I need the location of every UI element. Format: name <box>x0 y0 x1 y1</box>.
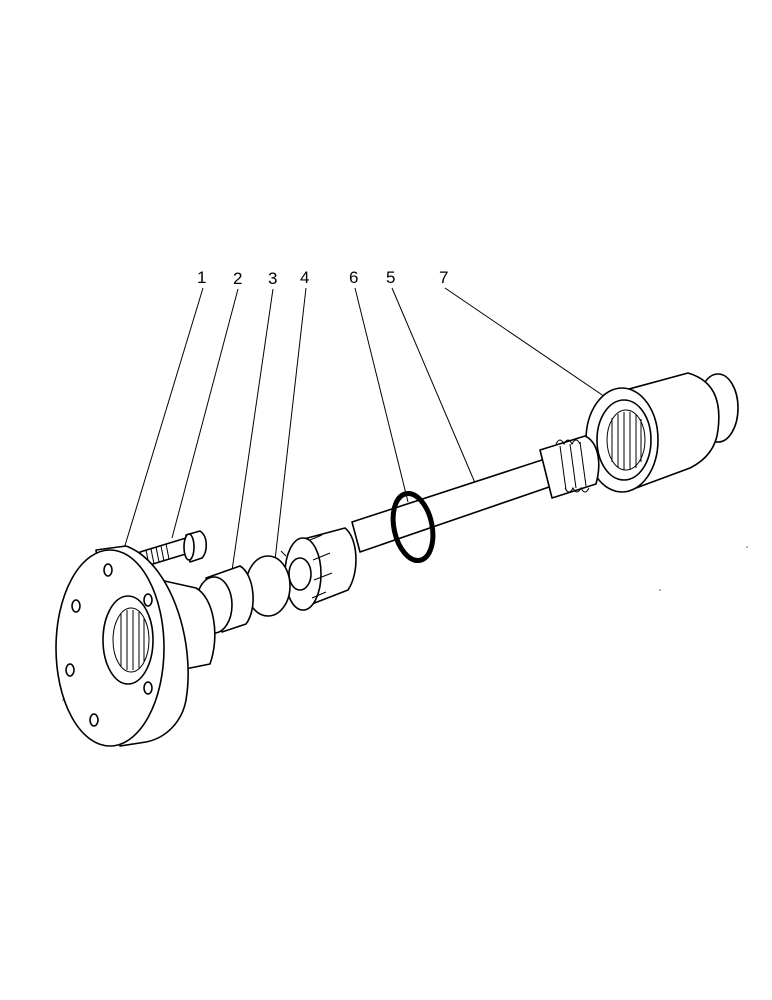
bolt-part <box>139 530 208 568</box>
speck <box>746 546 748 548</box>
flange-part-1 <box>55 545 216 747</box>
callout-2: 2 <box>233 269 242 288</box>
callout-6: 6 <box>349 268 358 287</box>
callout-3: 3 <box>268 269 277 288</box>
callout-7: 7 <box>439 268 448 287</box>
coupling-part-7 <box>585 372 739 493</box>
flange-bolt-holes <box>65 563 153 727</box>
leader-lines <box>99 287 615 629</box>
callout-4: 4 <box>300 268 309 287</box>
callout-1: 1 <box>197 268 206 287</box>
shaft-part-5 <box>351 435 600 553</box>
o-ring-part-6 <box>390 491 436 563</box>
speck <box>659 589 661 591</box>
callout-5: 5 <box>386 268 395 287</box>
gear-sleeve-part-4 <box>278 527 357 611</box>
speck <box>62 699 64 701</box>
